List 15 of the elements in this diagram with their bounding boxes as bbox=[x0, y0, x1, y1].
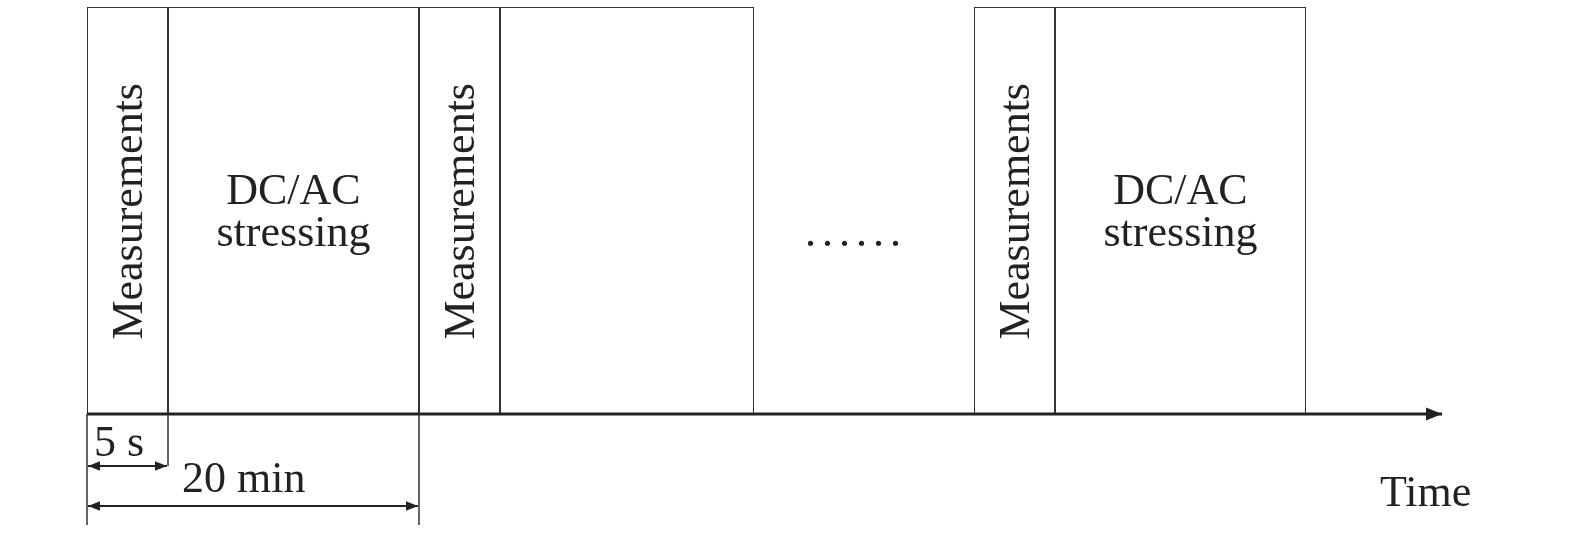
axis-label: Time bbox=[1380, 470, 1472, 514]
phase-label: Measurements bbox=[105, 82, 150, 340]
phase-label: DC/AC stressing bbox=[215, 169, 372, 253]
measurement-phase-box bbox=[974, 7, 1055, 415]
measurement-phase-box bbox=[87, 7, 168, 415]
dimension-label: 20 min bbox=[182, 456, 306, 500]
stress-phase-box bbox=[168, 7, 419, 415]
phase-label: DC/AC stressing bbox=[1102, 169, 1259, 253]
phase-label: Measurements bbox=[992, 82, 1037, 340]
stress-phase-box bbox=[500, 7, 754, 415]
ellipsis: ...... bbox=[805, 210, 907, 254]
phase-label: Measurements bbox=[437, 82, 482, 340]
measurement-phase-box bbox=[419, 7, 500, 415]
stress-phase-box bbox=[1055, 7, 1306, 415]
dimension-label: 5 s bbox=[94, 420, 145, 464]
